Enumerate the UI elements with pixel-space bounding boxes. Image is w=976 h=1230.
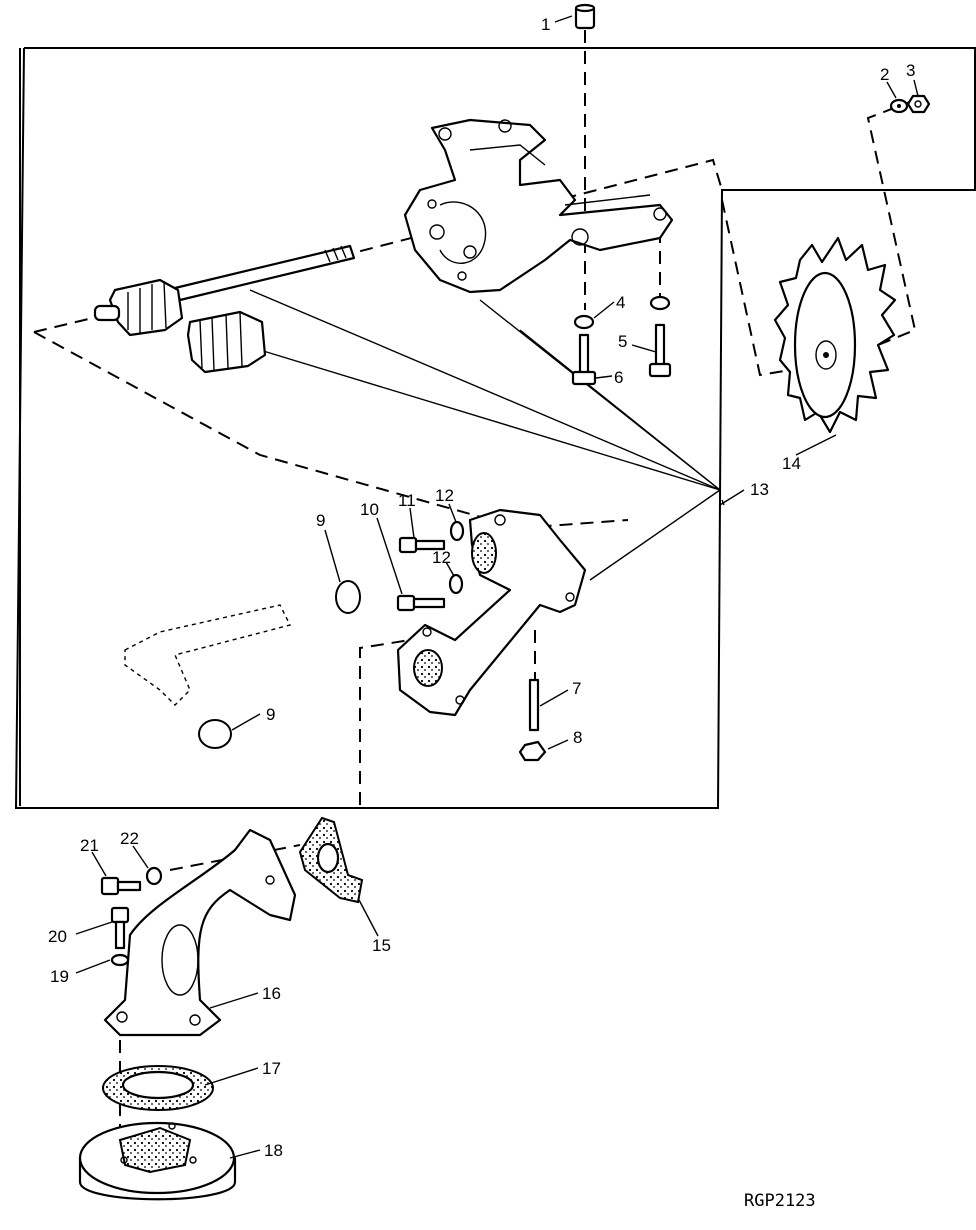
- driven-gear: [186, 310, 267, 374]
- suction-pipe-outline: [124, 604, 292, 706]
- callout-2: 2: [880, 65, 889, 84]
- strainer-part-18: [78, 1121, 237, 1201]
- gasket-part-15: [298, 816, 364, 904]
- callout-10: 10: [360, 500, 379, 519]
- callout-11: 11: [398, 491, 416, 510]
- callout-8: 8: [573, 728, 582, 747]
- stud-part-7: [528, 678, 540, 732]
- callout-9b: 9: [266, 705, 275, 724]
- leader-lines-13: [249, 289, 721, 581]
- nut-part-8: [518, 740, 547, 762]
- gear-part-14: [773, 236, 897, 434]
- pump-housing: [403, 118, 674, 294]
- callout-9a: 9: [316, 511, 325, 530]
- assembly-boundary: [14, 47, 976, 809]
- suction-elbow-part-16: [103, 828, 297, 1037]
- callout-16: 16: [262, 984, 281, 1003]
- washer-part-2: [889, 98, 909, 114]
- callout-7: 7: [572, 679, 581, 698]
- bolt-part-6: [571, 333, 597, 386]
- callout-13: 13: [750, 480, 769, 499]
- drive-gear-shaft: [93, 244, 356, 337]
- washer-part-19: [110, 953, 130, 967]
- callout-5: 5: [618, 332, 627, 351]
- washer-part-12: [448, 520, 465, 595]
- callout-12b: 12: [432, 548, 451, 567]
- callout-12a: 12: [435, 486, 454, 505]
- o-ring-part-9: [198, 580, 361, 749]
- bolt-part-11: [398, 536, 446, 554]
- bolt-part-5: [648, 323, 672, 378]
- callout-17: 17: [262, 1059, 281, 1078]
- bolt-part-10: [396, 594, 446, 612]
- callout-19: 19: [50, 967, 69, 986]
- callout-21: 21: [80, 836, 99, 855]
- oil-outlet-tube: [396, 508, 587, 717]
- callout-20: 20: [48, 927, 67, 946]
- callout-15: 15: [372, 936, 391, 955]
- bolt-part-21: [100, 876, 142, 896]
- plug-part-1: [574, 3, 596, 30]
- callout-3: 3: [906, 61, 915, 80]
- callout-labels: 1 2 3 4 5 6 7 8 9 9 10 11 12 12 13 14 15…: [48, 15, 915, 1160]
- callout-leaders: [75, 15, 919, 1159]
- washer-part-4: [573, 295, 671, 330]
- callout-4: 4: [616, 293, 625, 312]
- callout-6: 6: [614, 368, 623, 387]
- callout-18: 18: [264, 1141, 283, 1160]
- callout-1: 1: [541, 15, 550, 34]
- washer-part-22: [145, 866, 163, 886]
- callout-14: 14: [782, 454, 801, 473]
- figure-id: RGP2123: [744, 1191, 816, 1211]
- callout-22: 22: [120, 829, 139, 848]
- nut-part-3: [906, 94, 931, 114]
- alignment-lines: [33, 30, 917, 1130]
- gasket-part-17: [102, 1065, 214, 1111]
- bolt-part-20: [110, 906, 130, 950]
